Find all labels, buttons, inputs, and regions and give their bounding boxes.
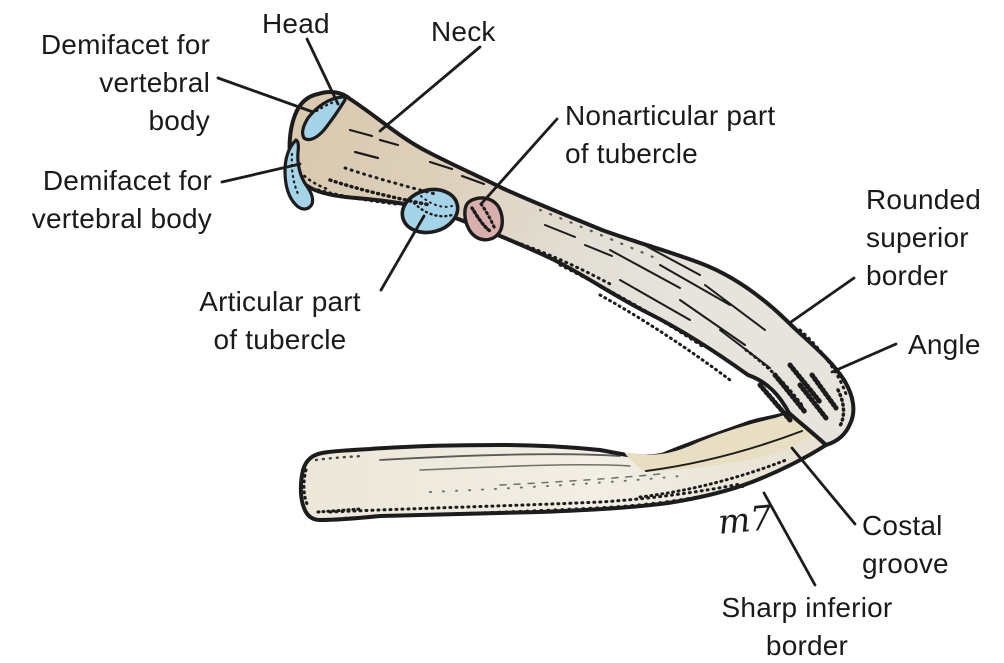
leader-line-head bbox=[305, 37, 340, 106]
label-sharp-inferior-border: Sharp inferior border bbox=[721, 592, 893, 661]
leader-line-demifacet-upper bbox=[216, 76, 315, 114]
nonarticular-tubercle-shape bbox=[463, 196, 504, 242]
demifacet-lower-facet bbox=[283, 138, 315, 211]
label-articular-tubercle: Articular part of tubercle bbox=[199, 286, 361, 355]
label-demifacet-lower: Demifacet for vertebral body bbox=[31, 165, 212, 234]
label-head: Head bbox=[262, 8, 330, 39]
label-costal-groove: Costal groove bbox=[862, 510, 949, 579]
leader-lines bbox=[216, 37, 898, 587]
label-angle: Angle bbox=[908, 329, 981, 360]
label-demifacet-upper: Demifacet for vertebral body bbox=[40, 29, 210, 136]
ink-texture bbox=[290, 100, 848, 520]
leader-line-rounded-superior bbox=[789, 276, 856, 324]
rib-bone bbox=[283, 89, 856, 522]
leader-line-demifacet-lower bbox=[220, 162, 302, 184]
demifacet-upper-facet bbox=[301, 95, 347, 142]
label-neck: Neck bbox=[431, 16, 496, 47]
leader-line-articular bbox=[379, 214, 426, 292]
leader-line-costal-groove bbox=[790, 446, 857, 526]
label-rounded-superior-border: Rounded superior border bbox=[866, 184, 982, 291]
costal-groove-inner-line bbox=[645, 430, 803, 472]
costal-groove-band bbox=[624, 412, 811, 472]
articular-tubercle-facet bbox=[400, 187, 460, 235]
leader-line-angle bbox=[830, 342, 898, 374]
signature-mark: m7 bbox=[716, 498, 774, 543]
label-nonarticular-tubercle: Nonarticular part of tubercle bbox=[565, 100, 776, 169]
leader-line-nonarticular bbox=[480, 117, 559, 205]
leader-line-sharp-inferior bbox=[762, 491, 817, 587]
leader-line-neck bbox=[378, 45, 482, 133]
rib-body-lower bbox=[298, 411, 828, 522]
